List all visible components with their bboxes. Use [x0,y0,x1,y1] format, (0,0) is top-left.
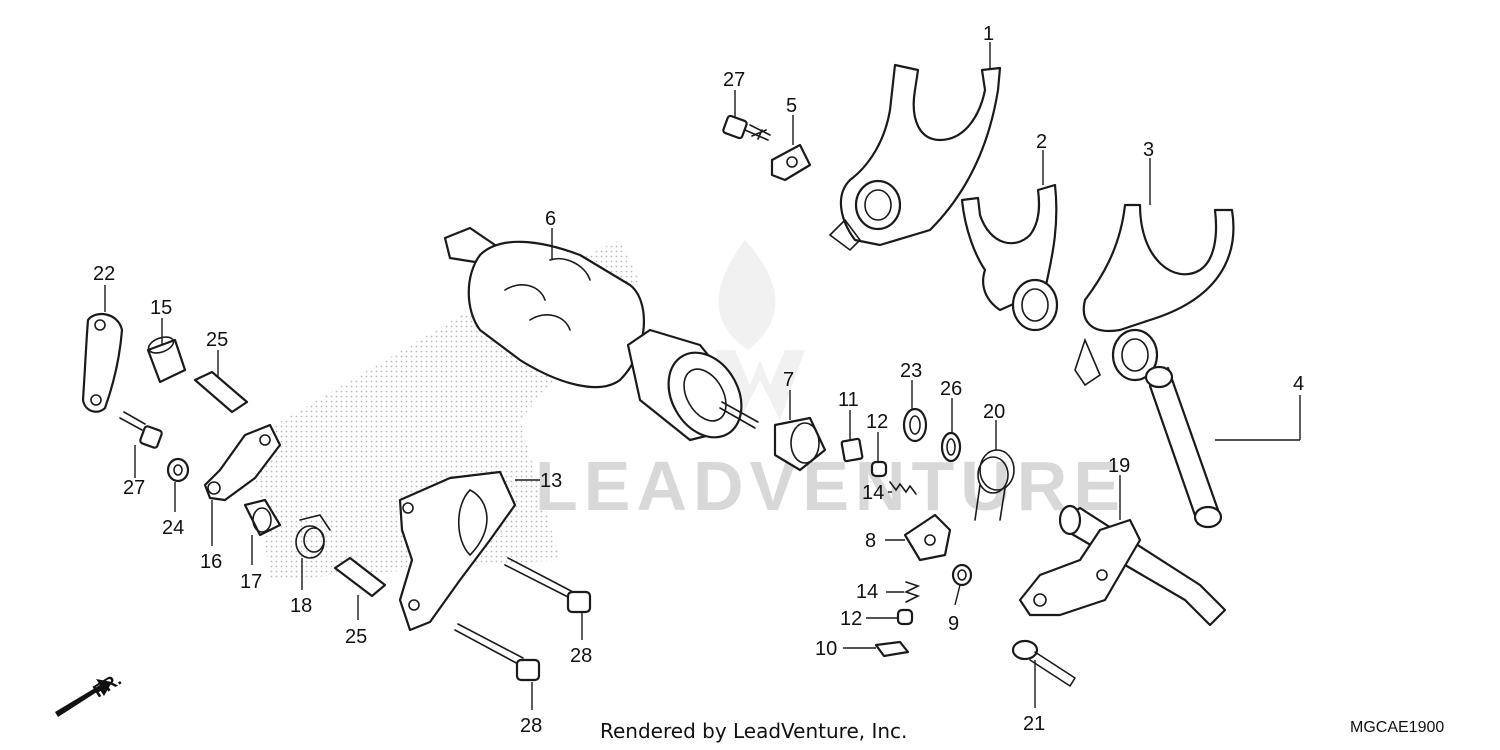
part-shift-fork-3[interactable] [1074,203,1235,387]
callout-17[interactable]: 17 [240,571,262,593]
callout-7[interactable]: 7 [783,369,794,391]
part-collar-15[interactable] [146,334,187,384]
part-arm-16[interactable] [203,423,282,502]
front-arrow-icon [55,679,112,717]
part-bolt-28-lower[interactable] [454,623,541,682]
leader-lines [104,42,1301,710]
callout-20[interactable]: 20 [983,401,1005,423]
diagram-code: MGCAE1900 [1350,719,1444,736]
callout-24[interactable]: 24 [162,517,184,539]
callout-23[interactable]: 23 [900,360,922,382]
callout-25-bottom[interactable]: 25 [345,626,367,648]
callout-28-upper[interactable]: 28 [570,645,592,667]
part-bearing-7[interactable] [773,416,827,472]
part-key-10[interactable] [874,640,910,658]
part-stopper-arm-8[interactable] [903,513,952,562]
part-spring-14-top[interactable] [889,481,917,495]
callout-25-top[interactable]: 25 [206,329,228,351]
part-clip-26[interactable] [940,431,962,463]
part-fork-shaft-4[interactable] [1144,365,1223,529]
callout-6[interactable]: 6 [545,208,556,230]
watermark-text: LEADVENTURE [535,447,1126,525]
callout-19[interactable]: 19 [1108,455,1130,477]
callout-11[interactable]: 11 [838,389,859,411]
callout-8[interactable]: 8 [865,530,876,552]
part-return-spring-20[interactable] [974,449,1015,521]
part-shift-drum-6[interactable] [443,226,759,450]
callout-15[interactable]: 15 [150,297,172,319]
part-collar-9[interactable] [951,563,973,587]
part-spring-18[interactable] [295,514,331,559]
callout-12-top[interactable]: 12 [866,411,888,433]
part-gearshift-spindle-19[interactable] [1018,504,1227,627]
callout-27-top[interactable]: 27 [723,69,745,91]
part-pin-25-bottom[interactable] [333,556,387,598]
part-shift-fork-1[interactable] [828,63,1002,252]
callout-26[interactable]: 26 [940,378,962,400]
callout-1[interactable]: 1 [983,23,994,45]
callout-5[interactable]: 5 [786,95,797,117]
callout-18[interactable]: 18 [290,595,312,617]
part-washer-24[interactable] [166,457,190,483]
callout-28-lower[interactable]: 28 [520,715,542,737]
callout-21[interactable]: 21 [1023,713,1045,735]
callout-12-bottom[interactable]: 12 [840,608,862,630]
part-bolt-27-top[interactable] [722,114,771,141]
part-pin-12-top[interactable] [870,460,888,478]
part-shift-fork-2[interactable] [960,183,1059,332]
part-spring-14-bottom[interactable] [903,581,921,603]
part-pin-12-bottom[interactable] [896,608,914,626]
callout-16[interactable]: 16 [200,551,222,573]
part-collar-17[interactable] [243,498,282,537]
callout-22[interactable]: 22 [93,263,115,285]
part-bolt-28-upper[interactable] [504,557,592,614]
part-stopper-plate-5[interactable] [770,143,812,182]
part-bolt-21[interactable] [1011,639,1076,687]
callout-9[interactable]: 9 [948,613,959,635]
callout-14-top[interactable]: 14 [862,482,884,504]
part-pin-25-top[interactable] [193,370,249,414]
callout-3[interactable]: 3 [1143,139,1154,161]
footer-credit: Rendered by LeadVenture, Inc. [600,719,907,743]
part-bolt-27-left[interactable] [119,411,163,449]
front-label: FR. [90,669,125,701]
callout-27-left[interactable]: 27 [123,477,145,499]
part-washer-23[interactable] [902,407,928,443]
callout-4[interactable]: 4 [1293,373,1304,395]
callout-2[interactable]: 2 [1036,131,1047,153]
part-pin-11[interactable] [840,437,864,463]
part-link-plate-22[interactable] [81,312,124,413]
callout-13[interactable]: 13 [540,470,562,492]
callouts: 1 2 3 4 5 6 7 8 9 10 11 12 12 13 14 14 1… [93,23,1304,737]
part-guide-plate-13[interactable] [398,470,517,632]
callout-10[interactable]: 10 [815,638,837,660]
front-direction-indicator: FR. [55,669,125,717]
callout-14-bottom[interactable]: 14 [856,581,878,603]
